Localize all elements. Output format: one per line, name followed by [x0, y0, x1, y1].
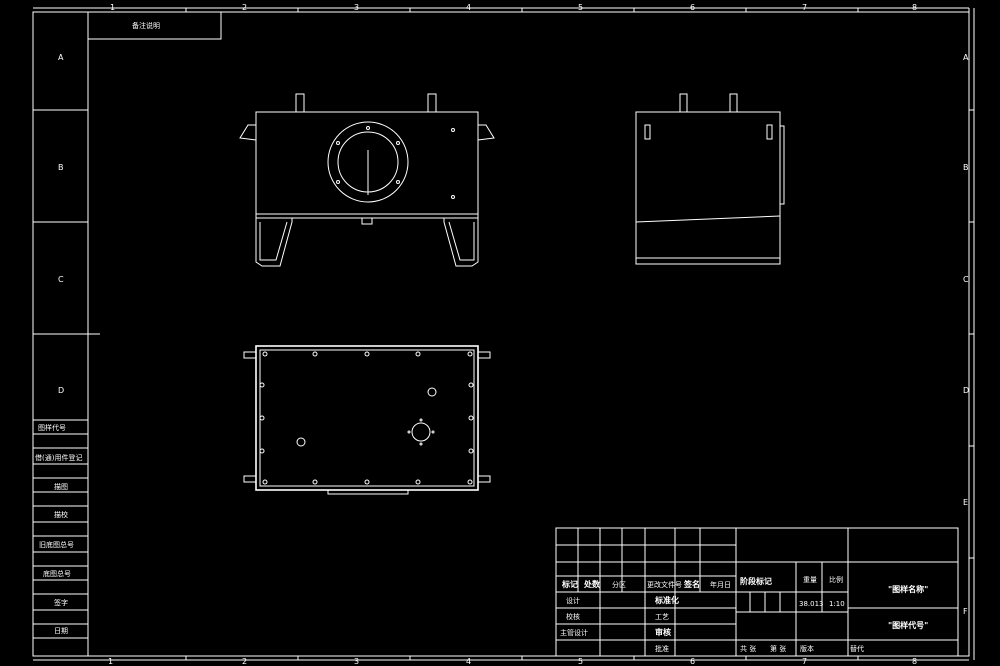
- tb-row-design: 设计: [566, 596, 580, 605]
- strip-label-trace-check: 描校: [54, 510, 68, 519]
- side-view: [635, 93, 785, 265]
- inner-frame: [87, 11, 970, 657]
- outer-frame: [32, 11, 970, 657]
- strip-label-code: 图样代号: [38, 423, 66, 432]
- row-label-right-c: C: [963, 275, 969, 284]
- row-label-right-f: F: [963, 607, 968, 616]
- tb-row-check: 校核: [566, 612, 580, 621]
- left-strip-table: 图样代号 借(通)用件登记 描图 描校 旧底图总号 底图总号 签字 日期: [32, 419, 89, 657]
- col-label-top-1: 1: [110, 3, 115, 12]
- col-label-bottom-2: 2: [242, 657, 247, 666]
- strip-label-old-master: 旧底图总号: [39, 540, 74, 549]
- top-view: [243, 345, 491, 495]
- col-label-bottom-3: 3: [354, 657, 359, 666]
- row-label-right-a: A: [963, 53, 969, 62]
- col-label-top-5: 5: [578, 3, 583, 12]
- tb-drawing-code: "图样代号": [888, 620, 928, 630]
- row-label-left-a: A: [58, 53, 64, 62]
- col-label-top-2: 2: [242, 3, 247, 12]
- col-label-top-7: 7: [802, 3, 807, 12]
- tb-header-mark: 标记: [561, 579, 578, 589]
- title-block: 标记 处数 分区 更改文件号 签名 年月日 设计 标准化 校核 工艺 主管设计 …: [555, 527, 959, 657]
- col-label-bottom-1: 1: [108, 657, 113, 666]
- strip-label-date: 日期: [54, 627, 68, 635]
- corner-note-box: [87, 11, 222, 40]
- col-label-top-4: 4: [466, 3, 471, 12]
- tb-total-sheets: 共 张: [740, 644, 756, 653]
- tb-sheet-number: 第 张: [770, 644, 786, 653]
- col-label-top-8: 8: [912, 3, 917, 12]
- row-label-right-e: E: [963, 498, 968, 507]
- row-label-left-c: C: [58, 275, 64, 284]
- zone-ticks: [33, 8, 975, 661]
- tb-header-date: 年月日: [710, 580, 731, 589]
- strip-label-master: 底图总号: [43, 569, 71, 578]
- strip-label-signature: 签字: [54, 598, 68, 607]
- col-label-top-6: 6: [690, 3, 695, 12]
- tb-replace: 替代: [850, 644, 864, 653]
- tb-row-approve: 批准: [655, 644, 669, 653]
- col-label-bottom-6: 6: [690, 657, 695, 666]
- col-label-bottom-8: 8: [912, 657, 917, 666]
- front-view: [239, 93, 495, 267]
- row-label-right-b: B: [963, 163, 969, 172]
- tb-drawing-name: "图样名称": [888, 584, 928, 594]
- row-label-right-d: D: [963, 386, 969, 395]
- row-label-left-b: B: [58, 163, 64, 172]
- strip-label-borrowed: 借(通)用件登记: [35, 453, 82, 462]
- tb-version: 版本: [800, 644, 814, 653]
- tb-header-sign: 签名: [683, 579, 700, 589]
- border-labels: 1 2 3 4 5 6 7 8 1 2 3 4 5 6 7 8 A B C D …: [58, 3, 969, 666]
- tb-weight-value: 38.013: [799, 600, 824, 608]
- tb-header-change-doc: 更改文件号: [647, 580, 682, 589]
- tb-header-count: 处数: [583, 579, 601, 589]
- col-label-bottom-7: 7: [802, 657, 807, 666]
- col-label-bottom-4: 4: [466, 657, 471, 666]
- tb-weight-label: 重量: [803, 576, 817, 584]
- corner-note-label: 备注说明: [132, 21, 160, 30]
- tb-row-standardization: 标准化: [654, 595, 679, 605]
- row-label-left-d: D: [58, 386, 64, 395]
- tb-row-review: 审核: [655, 627, 671, 637]
- col-label-bottom-5: 5: [578, 657, 583, 666]
- tb-stage-label: 阶段标记: [740, 576, 772, 586]
- tb-row-chief-design: 主管设计: [560, 628, 588, 637]
- strip-label-tracing: 描图: [54, 482, 68, 491]
- tb-header-zone: 分区: [612, 580, 626, 589]
- col-label-top-3: 3: [354, 3, 359, 12]
- tb-row-process: 工艺: [655, 613, 669, 621]
- tb-scale-value: 1:10: [829, 600, 845, 608]
- tb-scale-label: 比例: [829, 575, 843, 584]
